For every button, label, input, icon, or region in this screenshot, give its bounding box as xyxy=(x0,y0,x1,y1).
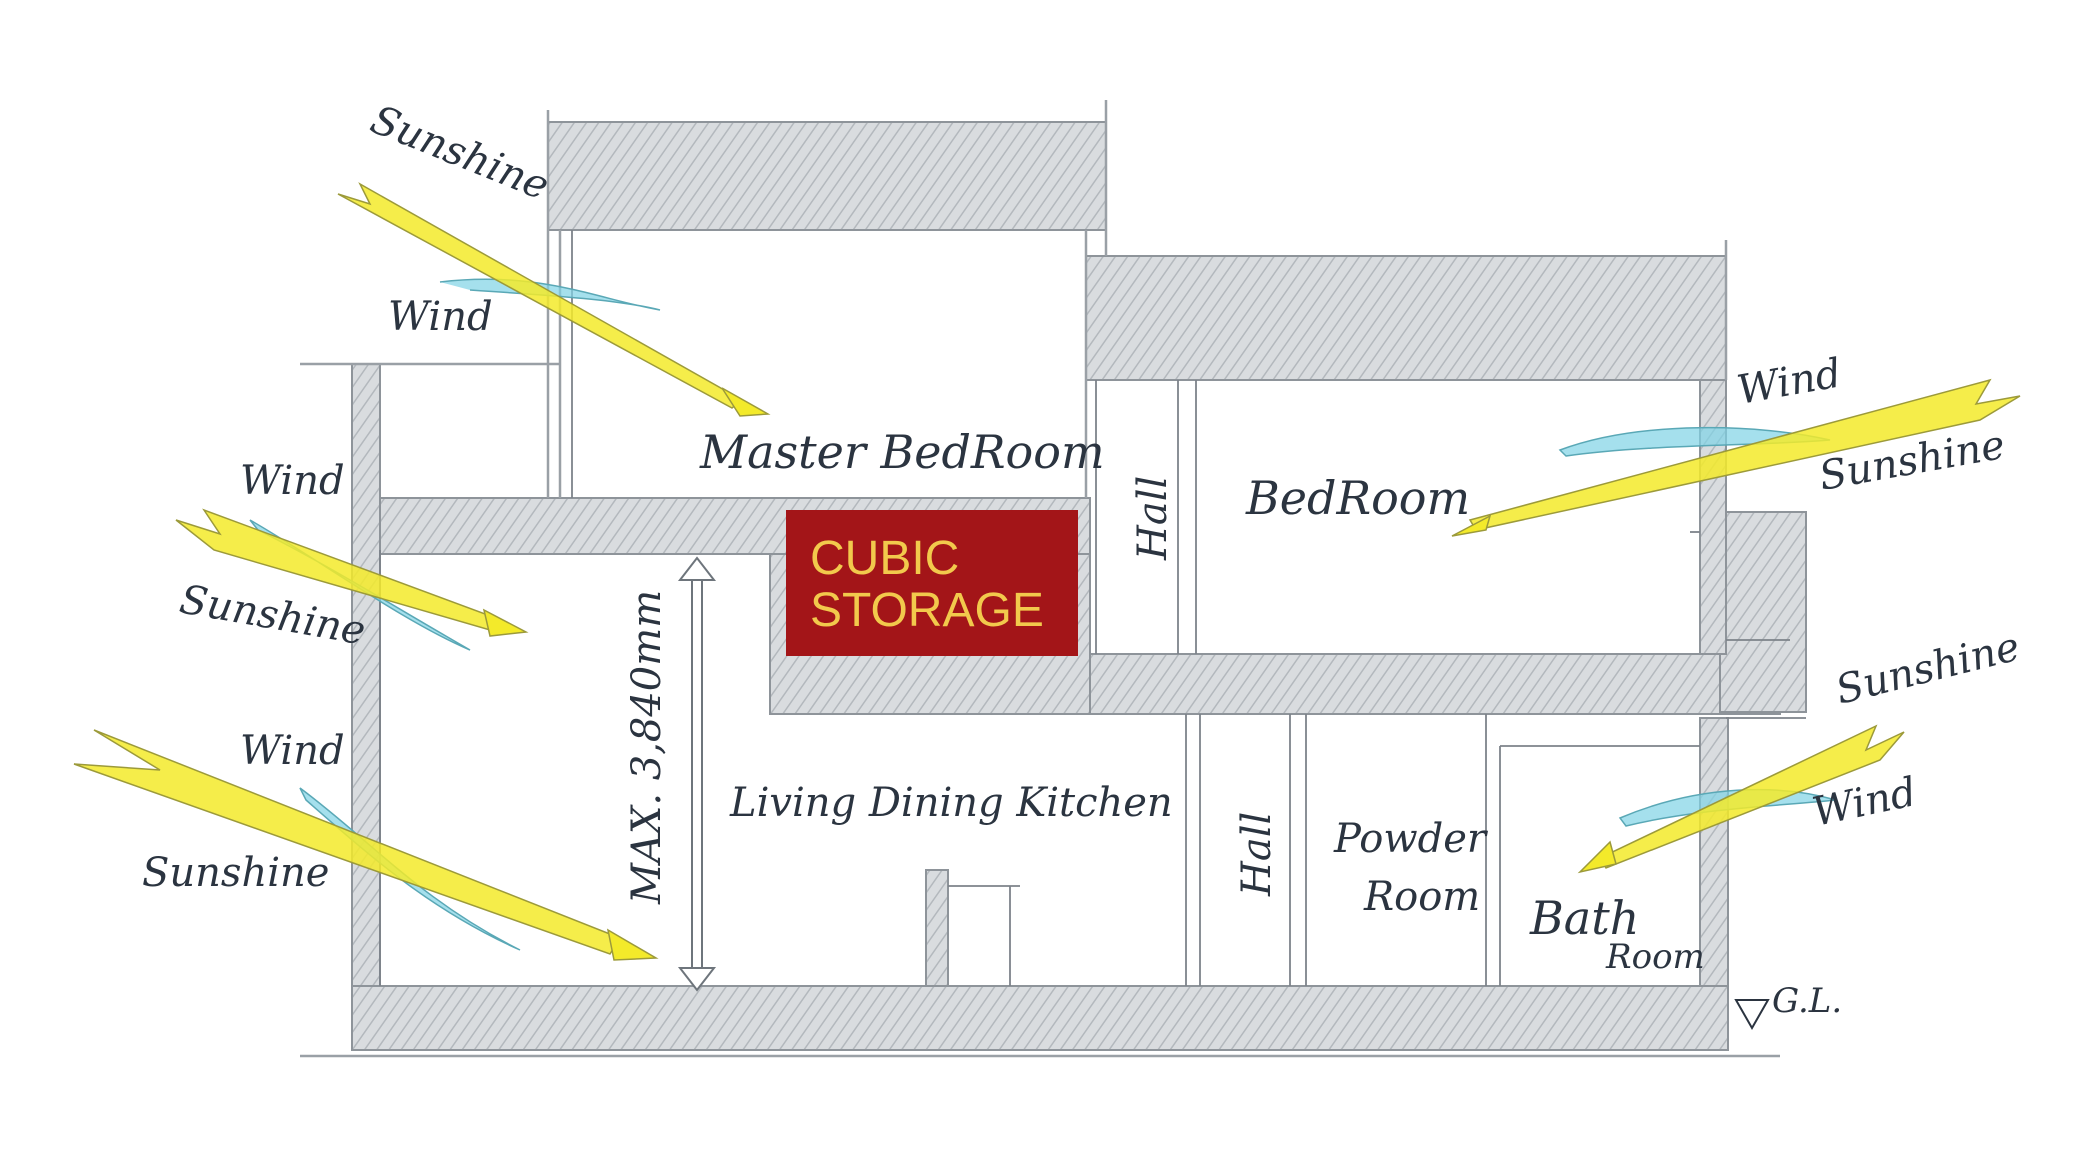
label-bedroom: BedRoom xyxy=(1245,471,1470,525)
label-sunshine-top-left: Sunshine xyxy=(364,97,555,210)
sunshine-arrowhead-mid-left xyxy=(482,608,529,637)
storage-line-1: CUBIC xyxy=(810,532,959,585)
label-wind-top-right: Wind xyxy=(1734,350,1845,413)
sunshine-arrowhead-low-left xyxy=(606,928,659,961)
right-outer-wall xyxy=(1699,717,1729,1017)
label-hall-lower: Hall xyxy=(1234,812,1280,897)
airflow-arrows xyxy=(73,182,2021,961)
ground-level-triangle xyxy=(1734,999,1770,1031)
label-wind-low-left: Wind xyxy=(240,728,345,774)
sunshine-arrowhead-top-left xyxy=(721,387,771,417)
sunshine-arrow-top-left xyxy=(337,182,744,409)
cubic-storage-box xyxy=(786,510,1078,656)
label-wind-mid-left: Wind xyxy=(240,458,345,504)
label-hall-upper: Hall xyxy=(1130,476,1176,561)
ground-slab xyxy=(351,985,1729,1051)
label-powder-line-1: Powder xyxy=(1333,816,1489,862)
height-dimension xyxy=(677,556,717,992)
right-balcony xyxy=(1719,511,1807,713)
ground-level-marker: G.L. xyxy=(1734,981,1842,1031)
label-sunshine-mid-left: Sunshine xyxy=(176,577,369,655)
label-ground-level: G.L. xyxy=(1772,981,1842,1021)
storage-line-2: STORAGE xyxy=(810,584,1044,637)
label-sunshine-low-right: Sunshine xyxy=(1831,624,2024,714)
label-dimension: MAX. 3,840mm xyxy=(624,590,670,905)
label-master-bedroom: Master BedRoom xyxy=(699,425,1105,479)
right-roof-slab xyxy=(1085,255,1727,381)
sunshine-arrow-low-left xyxy=(73,729,622,955)
left-outer-wall xyxy=(351,363,381,1017)
sunshine-arrowhead-low-right xyxy=(1577,840,1617,874)
right-outer-wall-upper xyxy=(1699,379,1727,655)
mid-slab-right xyxy=(1089,653,1781,715)
cubic-storage: CUBIC STORAGE xyxy=(786,510,1078,656)
sunshine-arrowhead-top-right xyxy=(1451,514,1492,537)
label-living-dining-kitchen: Living Dining Kitchen xyxy=(729,780,1173,826)
master-roof-slab xyxy=(547,121,1107,231)
room-labels: Master BedRoom BedRoom Hall Living Dinin… xyxy=(624,425,1705,977)
label-wind-top-left: Wind xyxy=(388,294,493,340)
sunshine-arrow-top-right xyxy=(1468,378,2021,531)
label-bath-line-1: Bath xyxy=(1529,891,1639,945)
label-bath-line-2: Room xyxy=(1605,937,1705,977)
label-sunshine-low-left: Sunshine xyxy=(142,850,329,896)
kitchen-counter xyxy=(925,869,949,987)
label-powder-line-2: Room xyxy=(1363,874,1480,920)
